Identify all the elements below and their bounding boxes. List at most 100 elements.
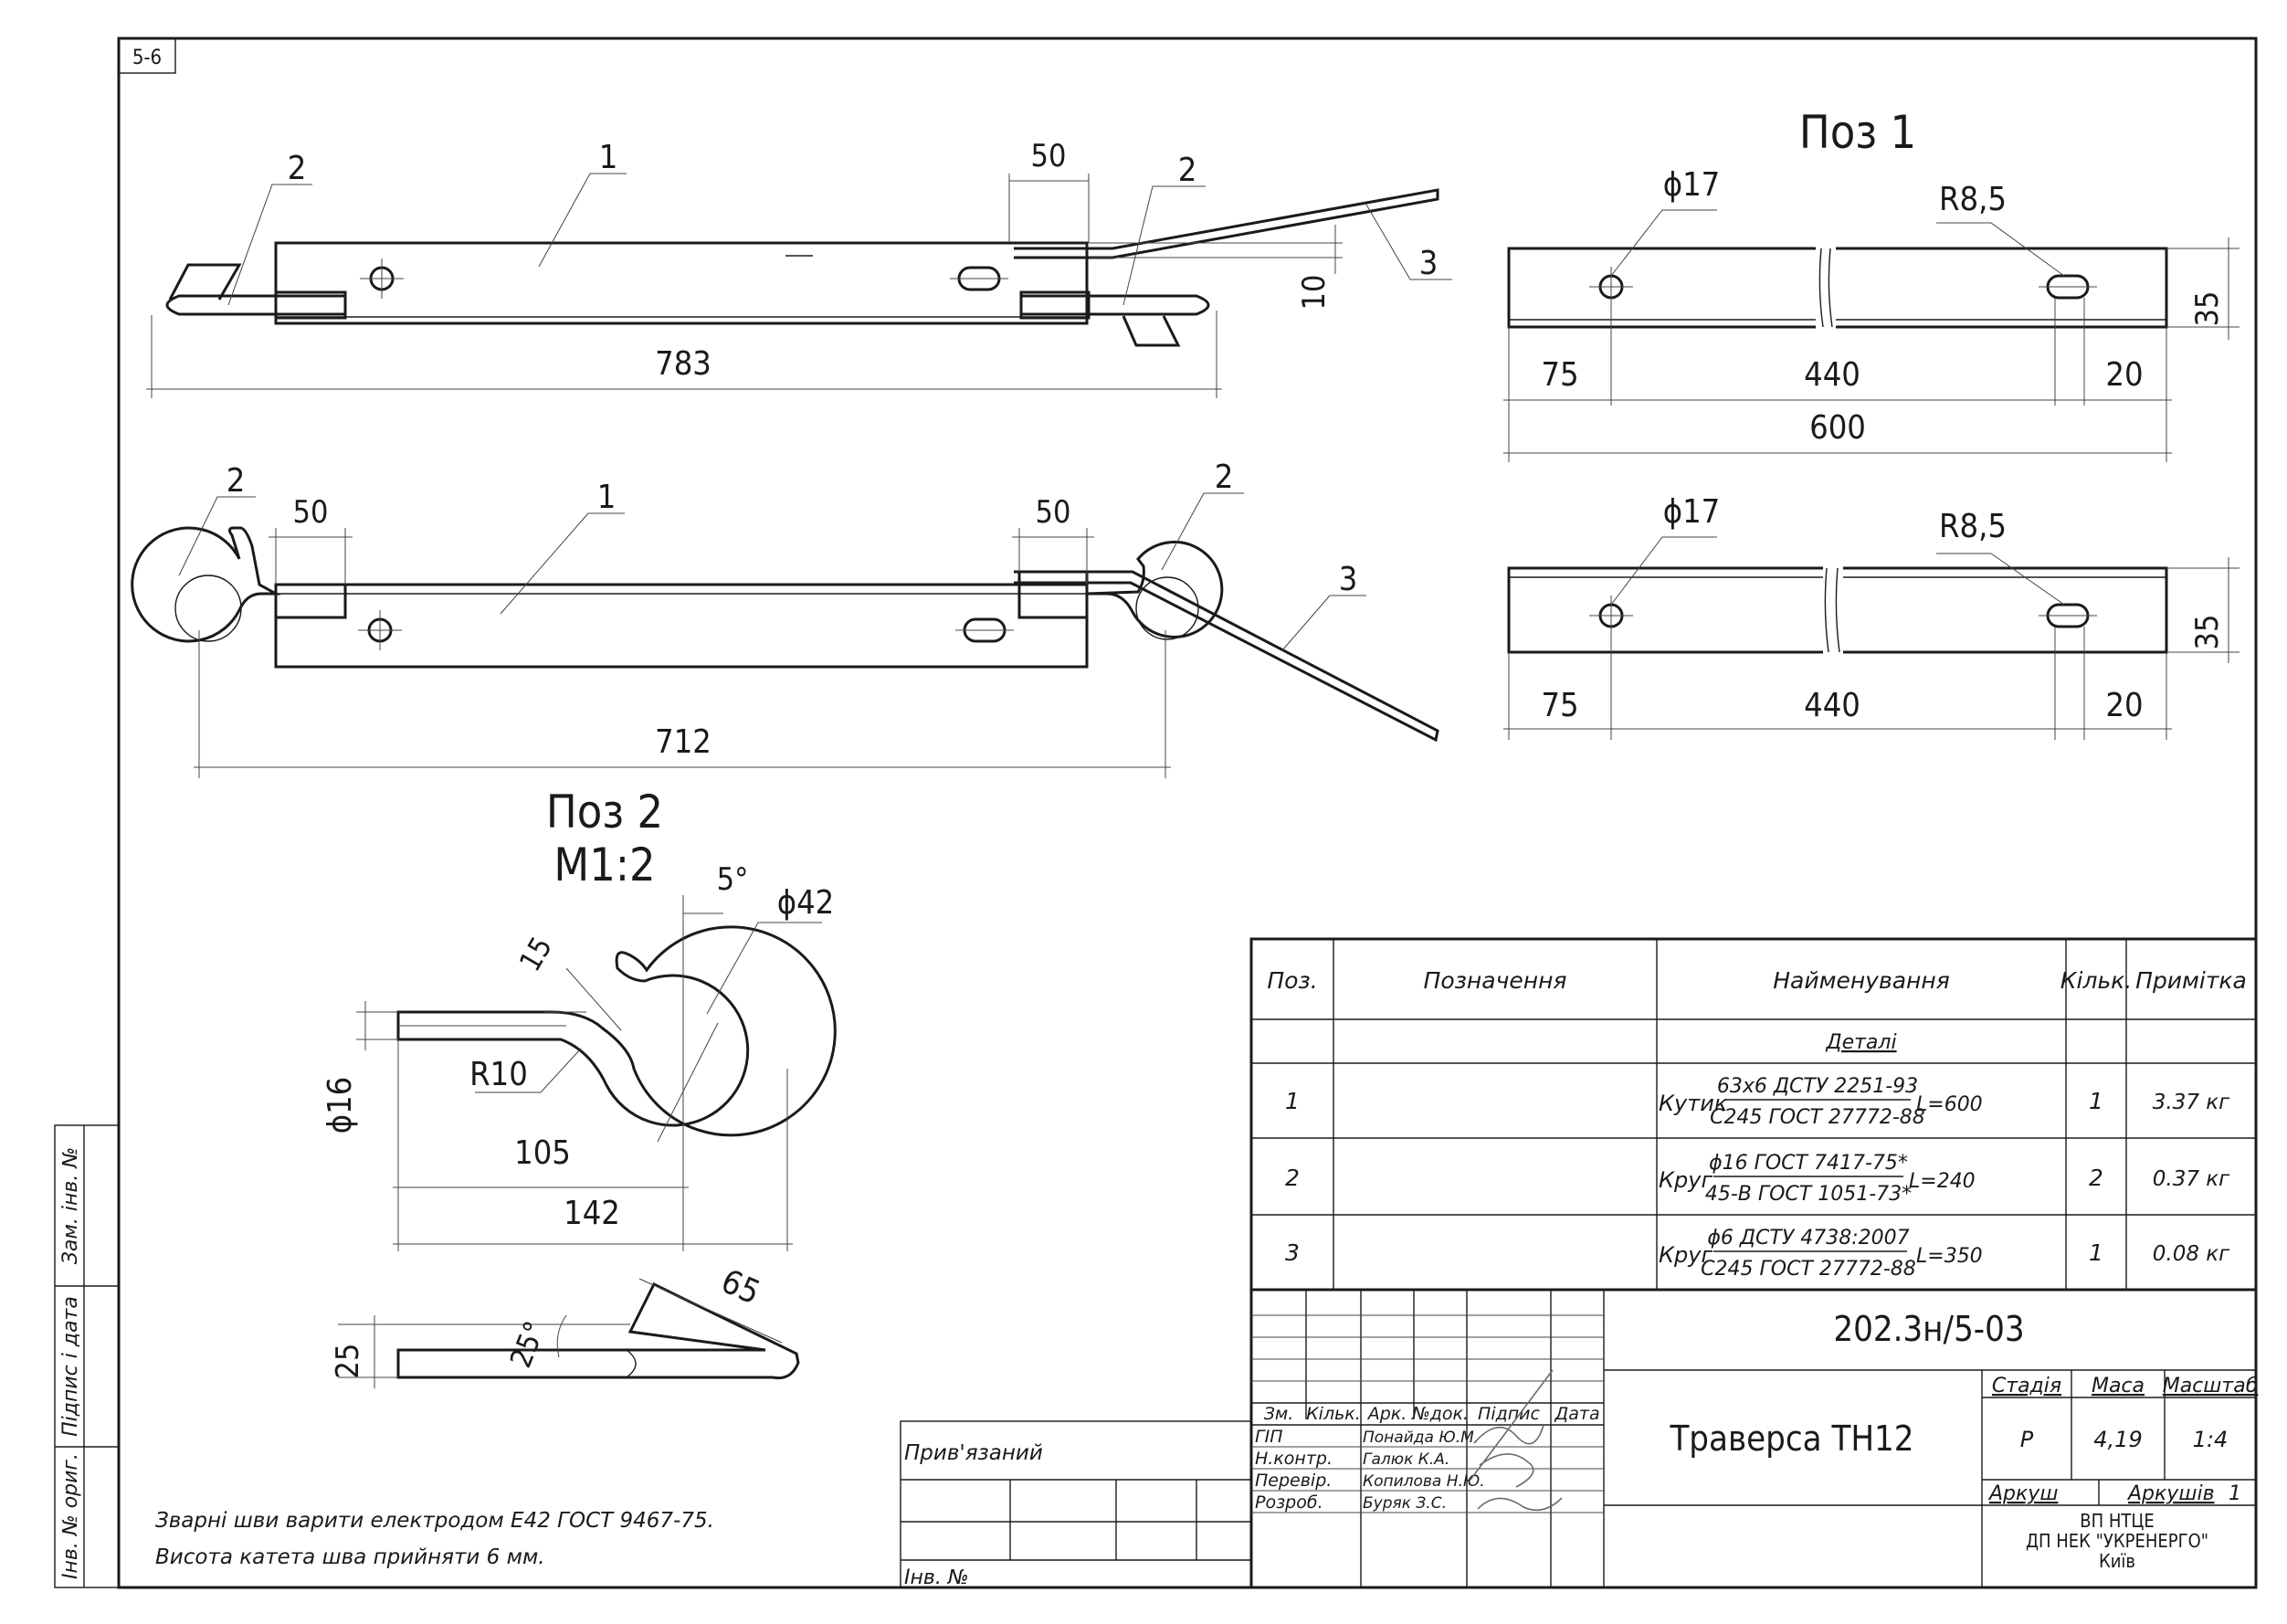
svg-text:Примітка: Примітка <box>2135 967 2247 994</box>
svg-text:105: 105 <box>514 1134 571 1172</box>
svg-text:Масштаб: Масштаб <box>2163 1375 2259 1397</box>
svg-text:15: 15 <box>512 931 559 977</box>
svg-text:440: 440 <box>1804 687 1860 724</box>
svg-text:Найменування: Найменування <box>1773 967 1950 994</box>
svg-text:R8,5: R8,5 <box>1939 508 2007 545</box>
hook-right-side <box>1086 540 1224 638</box>
svg-text:Перевір.: Перевір. <box>1255 1471 1332 1491</box>
svg-text:712: 712 <box>655 723 711 761</box>
svg-text:Круг: Круг <box>1659 1167 1713 1193</box>
svg-text:Інв. № ориг.: Інв. № ориг. <box>59 1453 82 1579</box>
svg-text:5°: 5° <box>717 861 749 898</box>
svg-text:2: 2 <box>227 462 246 500</box>
poz2-scale: М1:2 <box>553 838 655 891</box>
svg-text:2: 2 <box>1178 152 1197 189</box>
doc-number: 202.3н/5-03 <box>1833 1309 2024 1349</box>
title-block: Зм. Кільк. Арк. №док. Підпис Дата ГІП По… <box>1249 1288 2259 1589</box>
svg-text:Прив'язаний: Прив'язаний <box>904 1441 1043 1465</box>
svg-text:ϕ42: ϕ42 <box>777 884 835 922</box>
svg-text:2: 2 <box>2089 1165 2103 1191</box>
svg-text:L=600: L=600 <box>1916 1093 1983 1116</box>
svg-text:2: 2 <box>1215 459 1234 496</box>
svg-text:4,19: 4,19 <box>2093 1427 2142 1452</box>
svg-text:ВП НТЦЕ: ВП НТЦЕ <box>2080 1510 2154 1532</box>
svg-text:Круг: Круг <box>1659 1242 1713 1268</box>
svg-text:Аркушів: Аркушів <box>2126 1482 2215 1505</box>
svg-text:С245 ГОСТ 27772-88: С245 ГОСТ 27772-88 <box>1701 1258 1916 1281</box>
svg-text:Київ: Київ <box>2099 1550 2135 1572</box>
svg-text:1: 1 <box>2089 1239 2103 1266</box>
svg-text:Дата: Дата <box>1554 1404 1599 1424</box>
svg-text:3: 3 <box>1285 1239 1300 1266</box>
svg-text:№док.: №док. <box>1411 1404 1469 1424</box>
svg-text:Інв. №: Інв. № <box>904 1566 969 1589</box>
svg-text:783: 783 <box>655 345 711 383</box>
angle-body-side <box>274 583 1089 669</box>
svg-text:1:4: 1:4 <box>2193 1427 2229 1452</box>
svg-text:65: 65 <box>716 1262 765 1312</box>
svg-text:ϕ16: ϕ16 <box>321 1077 359 1134</box>
svg-text:63х6 ДСТУ 2251-93: 63х6 ДСТУ 2251-93 <box>1717 1075 1918 1098</box>
hook-left-side <box>131 526 281 643</box>
svg-text:75: 75 <box>1541 356 1578 394</box>
svg-text:Кільк.: Кільк. <box>1306 1404 1361 1424</box>
svg-text:Розроб.: Розроб. <box>1255 1492 1323 1513</box>
svg-text:Копилова Н.Ю.: Копилова Н.Ю. <box>1363 1472 1485 1491</box>
svg-text:50: 50 <box>293 494 329 531</box>
svg-text:Поз.: Поз. <box>1267 967 1317 994</box>
svg-text:3: 3 <box>1339 561 1358 598</box>
svg-text:1: 1 <box>597 479 617 516</box>
svg-text:Підпис: Підпис <box>1478 1404 1540 1424</box>
sheet-label-box <box>118 37 176 74</box>
svg-text:1: 1 <box>2229 1482 2241 1505</box>
svg-text:0.08 кг: 0.08 кг <box>2153 1242 2230 1266</box>
svg-text:ДП НЕК "УКРЕНЕРГО": ДП НЕК "УКРЕНЕРГО" <box>2026 1530 2208 1552</box>
svg-text:35: 35 <box>2189 291 2226 327</box>
svg-text:ϕ17: ϕ17 <box>1663 493 1721 531</box>
svg-text:L=350: L=350 <box>1916 1245 1983 1268</box>
svg-text:Арк.: Арк. <box>1366 1404 1407 1424</box>
svg-text:20: 20 <box>2105 356 2143 394</box>
svg-text:2: 2 <box>1285 1165 1300 1191</box>
svg-text:50: 50 <box>1036 494 1071 531</box>
left-stamp: Інв. № ориг. Підпис і дата Зам. інв. № <box>54 1124 120 1588</box>
poz1-title: Поз 1 <box>1799 106 1916 159</box>
svg-text:С245 ГОСТ 27772-88: С245 ГОСТ 27772-88 <box>1710 1106 1925 1129</box>
poz1-view: Поз 1 ϕ17 R8,5 35 75 440 20 600 <box>1503 106 2240 740</box>
svg-text:L=240: L=240 <box>1909 1170 1976 1193</box>
svg-text:Маса: Маса <box>2092 1375 2145 1397</box>
attach-box: Прив'язаний Інв. № <box>900 1420 1252 1589</box>
svg-text:Кутик: Кутик <box>1659 1091 1728 1116</box>
note-line-1: Зварні шви варити електродом Е42 ГОСТ 94… <box>155 1509 714 1533</box>
svg-text:R10: R10 <box>469 1056 528 1093</box>
svg-text:ϕ6 ДСТУ 4738:2007: ϕ6 ДСТУ 4738:2007 <box>1707 1227 1909 1250</box>
svg-text:2: 2 <box>288 150 307 187</box>
signature-scribbles <box>1470 1369 1563 1512</box>
svg-text:25: 25 <box>330 1344 366 1379</box>
hook-elevation <box>396 925 837 1137</box>
svg-text:Підпис і дата: Підпис і дата <box>59 1296 82 1437</box>
svg-text:10: 10 <box>1296 275 1333 311</box>
svg-text:3.37 кг: 3.37 кг <box>2153 1091 2230 1114</box>
svg-text:ϕ17: ϕ17 <box>1663 166 1721 204</box>
svg-text:Аркуш: Аркуш <box>1987 1482 2058 1505</box>
svg-text:Зам. інв. №: Зам. інв. № <box>59 1147 82 1265</box>
svg-text:142: 142 <box>564 1195 620 1232</box>
svg-text:1: 1 <box>2089 1088 2103 1114</box>
svg-text:35: 35 <box>2189 615 2226 650</box>
svg-text:Позначення: Позначення <box>1424 967 1567 994</box>
svg-text:Галюк К.А.: Галюк К.А. <box>1363 1450 1449 1469</box>
svg-text:3: 3 <box>1419 245 1439 282</box>
svg-text:Н.контр.: Н.контр. <box>1255 1449 1333 1469</box>
svg-text:Кільк.: Кільк. <box>2060 967 2132 994</box>
sheet-label: 5-6 <box>132 47 162 69</box>
svg-text:R8,5: R8,5 <box>1939 181 2007 218</box>
svg-text:ГІП: ГІП <box>1255 1427 1282 1447</box>
svg-text:ϕ16 ГОСТ 7417-75*: ϕ16 ГОСТ 7417-75* <box>1709 1152 1908 1175</box>
svg-text:Р: Р <box>2020 1427 2034 1452</box>
svg-text:45-В ГОСТ 1051-73*: 45-В ГОСТ 1051-73* <box>1705 1183 1912 1206</box>
svg-text:Деталі: Деталі <box>1825 1031 1896 1054</box>
spec-table: Поз. Позначення Найменування Кільк. Прим… <box>1249 937 2258 1292</box>
side-view: 50 50 712 2 1 2 3 <box>131 459 1439 778</box>
